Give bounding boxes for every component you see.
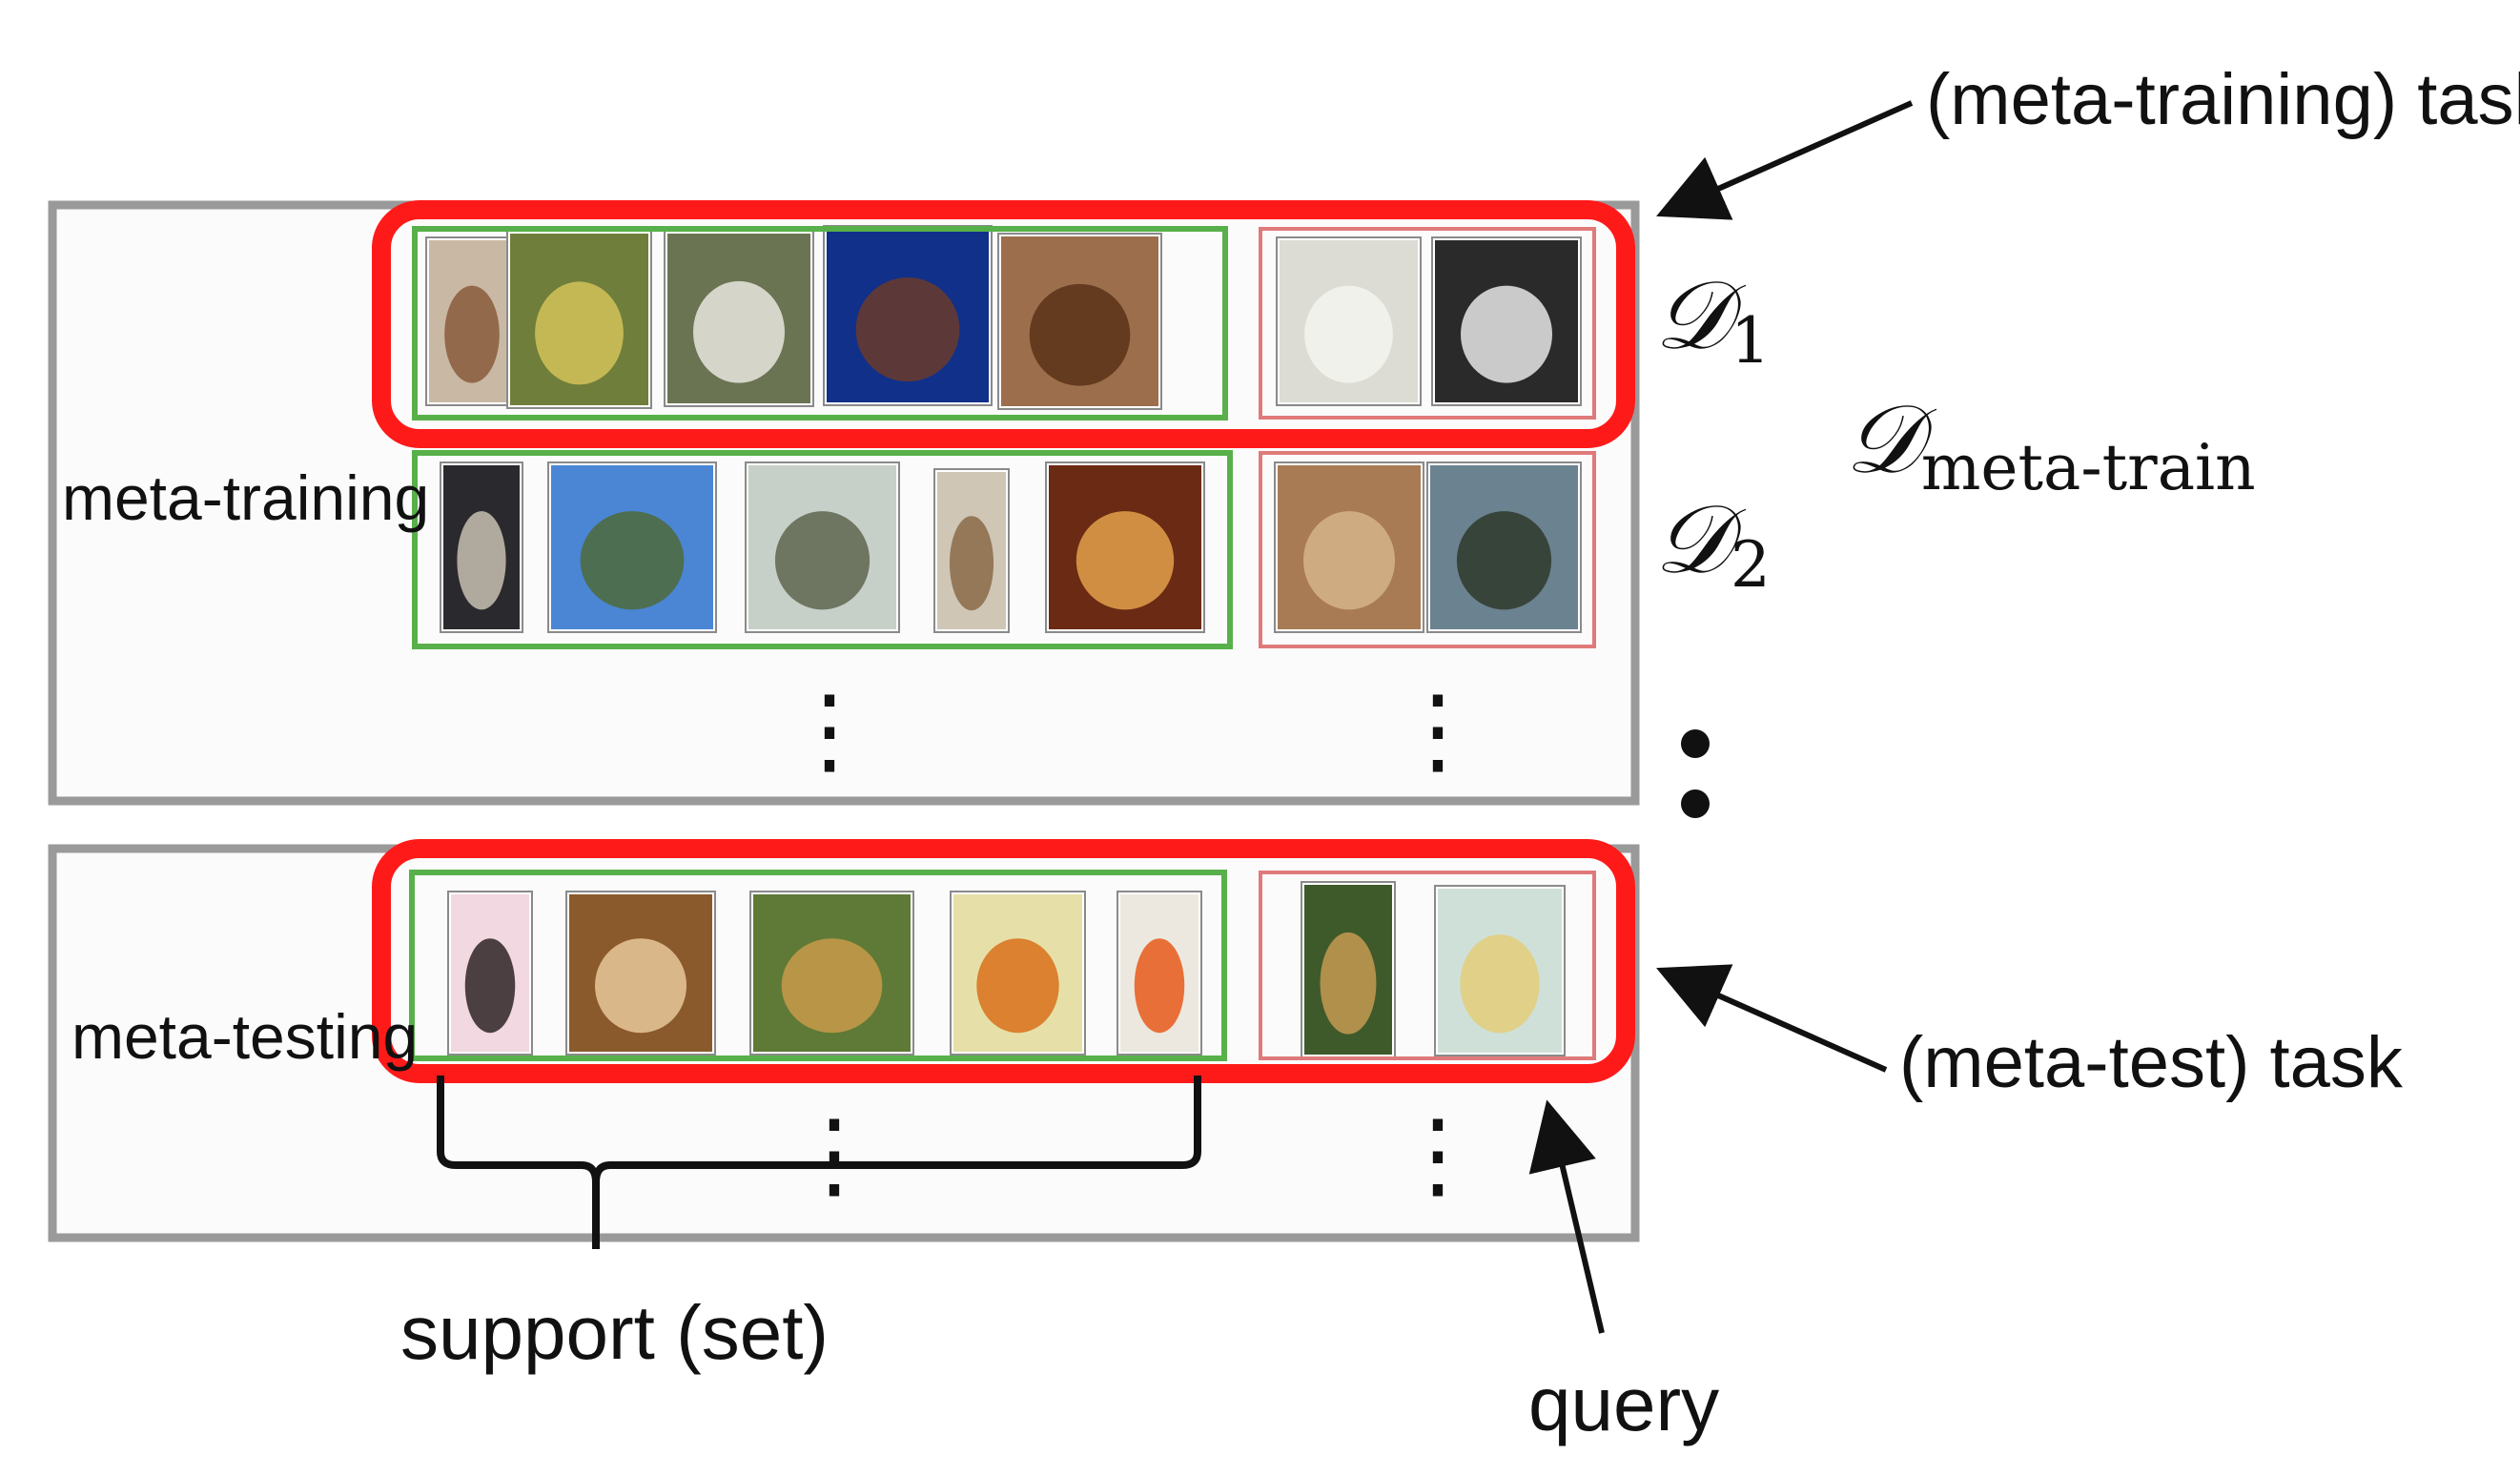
support-box-test — [409, 870, 1227, 1061]
vdots-test-support: ⋮ — [787, 1101, 882, 1208]
train-row2-query-images — [1274, 461, 1582, 633]
barrel-room-photo — [933, 468, 1010, 633]
d2-label: 𝒟2 — [1654, 483, 1771, 602]
singer-photo — [823, 225, 993, 406]
white-dog-photo — [664, 230, 814, 407]
query-box-row1 — [1259, 227, 1596, 420]
test-query-images — [1301, 881, 1566, 1058]
support-set-label: support (set) — [400, 1290, 829, 1375]
meta-training-task-outline — [372, 200, 1635, 448]
piano-photo — [997, 233, 1162, 410]
knot-photo — [950, 891, 1086, 1056]
meta-test-task-outline — [372, 839, 1635, 1083]
train-row1-support-images — [425, 225, 1162, 410]
lion-roar-photo — [749, 891, 914, 1056]
arrow-to-test-task — [1656, 964, 1888, 1073]
small-dog-photo — [447, 891, 533, 1056]
query-box-row2 — [1259, 451, 1596, 648]
support-brace — [437, 1076, 1201, 1249]
vdots-train-support: ⋮ — [782, 677, 877, 784]
vdots-train-query: ⋮ — [1390, 677, 1485, 784]
carousel-photo — [1045, 461, 1205, 633]
arrow-to-training-task — [1656, 100, 1914, 220]
golden-dog-photo — [565, 891, 716, 1056]
bowls-photo — [1117, 891, 1202, 1056]
dmeta-train-label: 𝒟meta-train — [1845, 383, 2256, 504]
gymnast-photo — [440, 461, 523, 633]
meta-training-label: meta-training — [62, 462, 429, 533]
meta-testing-label: meta-testing — [72, 1001, 418, 1072]
shaggy-dog-photo — [1276, 236, 1422, 406]
support-box-row1 — [412, 226, 1228, 420]
dataset-dot-1 — [1681, 729, 1710, 758]
train-row2-support-images — [440, 461, 1205, 633]
barrels-photo — [1274, 461, 1424, 633]
arrow-to-query — [1528, 1099, 1605, 1334]
mushroom-photo — [506, 230, 652, 409]
query-box-test — [1259, 871, 1596, 1060]
meta-training-task-label: (meta-training) task — [1926, 59, 2520, 140]
meta-test-task-label: (meta-test) task — [1899, 1022, 2404, 1103]
lion-photo — [1301, 881, 1396, 1058]
dataset-dot-2 — [1681, 789, 1710, 818]
sea-cliff-photo — [1426, 461, 1582, 633]
d1-label: 𝒟1 — [1654, 259, 1771, 378]
bowl-photo — [1434, 885, 1566, 1056]
bird-photo — [425, 236, 519, 406]
tank-photo — [745, 461, 900, 633]
support-box-row2 — [412, 450, 1233, 649]
query-label: query — [1528, 1362, 1719, 1446]
cliff-sky-photo — [547, 461, 717, 633]
train-row1-query-images — [1276, 236, 1582, 406]
test-support-images — [447, 891, 1202, 1056]
piano-keys-photo — [1431, 236, 1582, 406]
vdots-test-query: ⋮ — [1390, 1101, 1485, 1208]
